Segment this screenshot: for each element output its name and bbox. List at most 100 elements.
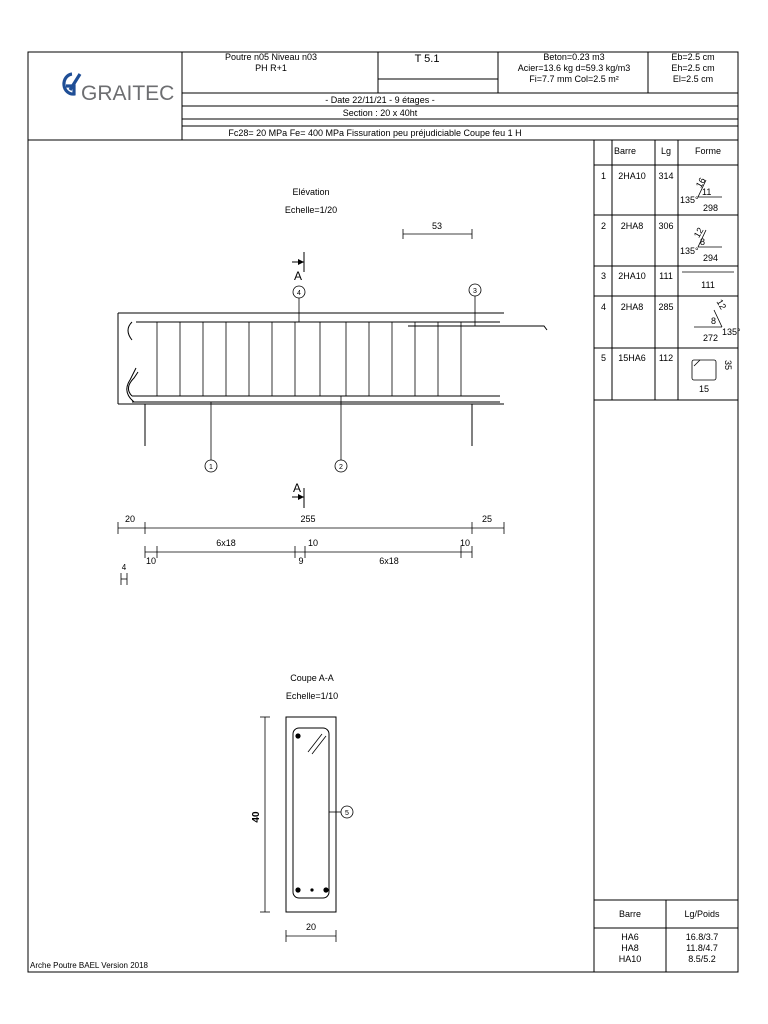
footer-version: Arche Poutre BAEL Version 2018 xyxy=(30,961,149,970)
weight-table: Barre Lg/Poids HA6 16.8/3.7 HA8 11.8/4.7… xyxy=(594,899,738,972)
row-number: 2 xyxy=(601,221,606,231)
mark-number: 1 xyxy=(209,464,213,471)
dimension-label: 20 xyxy=(125,514,135,524)
row-barre: 2HA8 xyxy=(621,302,644,312)
bar-mark-4: 4 xyxy=(292,285,306,322)
mark-number: 2 xyxy=(339,464,343,471)
shape-hook-segment: 8 xyxy=(700,237,705,247)
row-lg: 112 xyxy=(659,353,673,363)
weight-header-barre: Barre xyxy=(619,909,641,919)
dimension-label: 25 xyxy=(482,514,492,524)
bar-mark-1: 1 xyxy=(204,402,218,473)
shape-height: 35 xyxy=(723,360,733,370)
bar-mark-5: 5 xyxy=(329,805,354,819)
row-lg: 285 xyxy=(658,302,673,312)
row-barre: 2HA10 xyxy=(618,271,646,281)
section-line: Section : 20 x 40ht xyxy=(343,108,418,118)
weight-barre-ha6: HA6 xyxy=(621,932,639,942)
section-mark-bottom: A xyxy=(292,481,305,508)
stirrups xyxy=(156,322,462,396)
row-number: 1 xyxy=(601,171,606,181)
table-header-barre: Barre xyxy=(614,146,636,156)
materials-line: Fc28= 20 MPa Fe= 400 MPa Fissuration peu… xyxy=(228,128,521,138)
bar-shape-stirrup: 35 15 xyxy=(691,359,733,394)
quantity-fi: Fi=7.7 mm Col=2.5 m² xyxy=(529,74,619,84)
shape-hook-length: 16 xyxy=(694,176,708,190)
table-row: 2 2HA8 306 12 8 135° 294 xyxy=(601,221,722,263)
dimension-label: 6x18 xyxy=(216,538,236,548)
logo-text: GRAITEC xyxy=(81,82,174,105)
drawing-ref: T 5.1 xyxy=(415,53,440,65)
enrobage-eb: Eb=2.5 cm xyxy=(671,52,714,62)
graitec-logo: GRAITEC xyxy=(62,72,174,105)
shape-straight-length: 272 xyxy=(703,333,718,343)
table-header-lg: Lg xyxy=(661,146,671,156)
section-outline xyxy=(285,716,337,913)
row-barre: 2HA10 xyxy=(618,171,646,181)
row-lg: 314 xyxy=(658,171,673,181)
row-number: 4 xyxy=(601,302,606,312)
elevation-view: Elévation Echelle=1/20 53 A xyxy=(117,187,548,585)
poutre-line-2: PH R+1 xyxy=(255,63,287,73)
dimension-chain-stirrups: 6x18 10 10 10 9 6x18 xyxy=(144,538,473,566)
row-lg: 306 xyxy=(658,221,673,231)
dimension-53: 53 xyxy=(402,221,473,239)
quantity-beton: Beton=0.23 m3 xyxy=(543,52,604,62)
bar-shape-hooked: 12 8 135° 294 xyxy=(680,226,722,263)
table-row: 3 2HA10 111 111 xyxy=(601,271,734,290)
table-row: 1 2HA10 314 16 11 135° 298 xyxy=(601,171,722,213)
side-mark-number: 4 xyxy=(122,563,127,572)
dimension-label: 9 xyxy=(298,556,303,566)
mark-number: 3 xyxy=(473,288,477,295)
rebar-longitudinal xyxy=(126,321,548,403)
section-title: Coupe A-A xyxy=(290,673,334,683)
weight-value-ha10: 8.5/5.2 xyxy=(688,954,716,964)
dimension-label: 10 xyxy=(308,538,318,548)
section-scale: Echelle=1/10 xyxy=(286,691,338,701)
section-view: Coupe A-A Echelle=1/10 5 40 20 xyxy=(251,673,354,942)
poutre-line-1: Poutre n05 Niveau n03 xyxy=(225,52,317,62)
row-barre: 15HA6 xyxy=(618,353,646,363)
bar-shape-hooked: 16 11 135° 298 xyxy=(680,176,722,213)
shape-straight-length: 294 xyxy=(703,253,718,263)
table-header-forme: Forme xyxy=(695,146,721,156)
elevation-scale: Echelle=1/20 xyxy=(285,205,337,215)
mark-number: 5 xyxy=(345,810,349,817)
bar-shape-hooked-right: 12 8 135° 272 xyxy=(694,298,741,343)
section-stirrup xyxy=(292,727,330,899)
bar-shape-straight: 111 xyxy=(682,271,734,290)
date-line: - Date 22/11/21 - 9 étages - xyxy=(325,95,434,105)
section-letter: A xyxy=(294,269,302,283)
section-letter: A xyxy=(293,481,301,495)
elevation-title: Elévation xyxy=(292,187,329,197)
weight-barre-ha8: HA8 xyxy=(621,943,639,953)
dimension-width: 20 xyxy=(285,922,337,942)
bar-mark-3: 3 xyxy=(468,283,482,326)
sheet-border xyxy=(27,51,739,973)
weight-value-ha6: 16.8/3.7 xyxy=(686,932,719,942)
shape-hook-segment: 8 xyxy=(711,316,716,326)
dimension-label: 6x18 xyxy=(379,556,399,566)
beam-outline xyxy=(117,312,504,446)
dimension-height: 40 xyxy=(251,716,270,913)
row-number: 5 xyxy=(601,353,606,363)
shape-hook-segment: 11 xyxy=(702,187,711,197)
shape-angle: 135° xyxy=(680,195,699,205)
mark-number: 4 xyxy=(297,290,301,297)
dimension-label: 10 xyxy=(146,556,156,566)
quantity-acier: Acier=13.6 kg d=59.3 kg/m3 xyxy=(518,63,631,73)
shape-straight-length: 298 xyxy=(703,203,718,213)
shape-width: 15 xyxy=(699,384,709,394)
dimension-label: 40 xyxy=(251,811,262,823)
stirrup-hook xyxy=(307,733,323,753)
dimension-chain-main: 20 255 25 xyxy=(117,514,505,534)
bar-mark-2: 2 xyxy=(334,396,348,473)
side-mark: 4 xyxy=(120,563,128,585)
row-barre: 2HA8 xyxy=(621,221,644,231)
enrobage-el: El=2.5 cm xyxy=(673,74,713,84)
section-mark-top: A xyxy=(292,252,305,283)
section-bars xyxy=(295,733,329,893)
dimension-label: 20 xyxy=(306,922,316,932)
row-number: 3 xyxy=(601,271,606,281)
